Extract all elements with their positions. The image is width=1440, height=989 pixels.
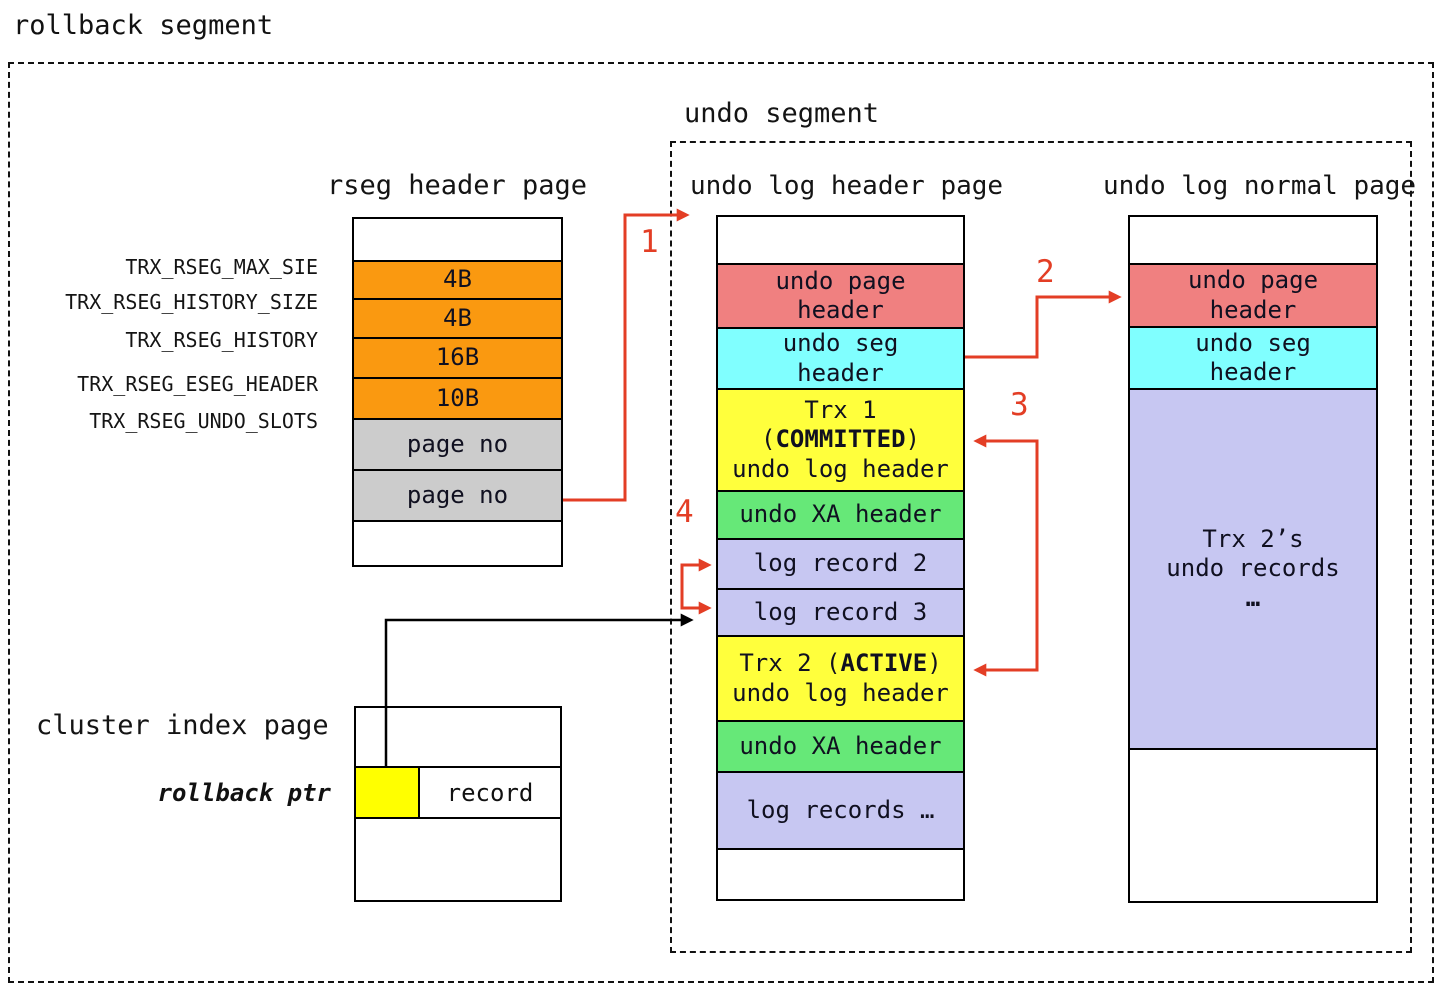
rseg-row-history-size: 4B (354, 298, 561, 337)
field-label-trx-rseg-max-sie: TRX_RSEG_MAX_SIE (125, 255, 318, 279)
header-page-blank-top (718, 217, 963, 263)
undo-log-header-page-title: undo log header page (690, 171, 1004, 201)
undo-log-normal-page-column: undo page header undo seg header Trx 2’s… (1128, 215, 1378, 903)
arrow-label-4: 4 (675, 494, 694, 530)
rollback-ptr-cell (356, 768, 420, 817)
cluster-index-page-box: record (354, 706, 562, 902)
undo-segment-label: undo segment (684, 98, 880, 129)
rseg-row-blank-top (354, 219, 561, 260)
rollback-segment-boundary (8, 62, 1434, 983)
rseg-row-fseg-header: 10B (354, 377, 561, 418)
rseg-row-undo-slot-2: page no (354, 469, 561, 520)
cluster-row-blank-top (356, 708, 560, 766)
trx2-undo-log-header-block: Trx 2 (ACTIVE) undo log header (718, 635, 963, 720)
rseg-header-page-table: 4B 4B 16B 10B page no page no (352, 217, 563, 567)
arrow-label-1: 1 (640, 224, 659, 260)
rseg-header-page-title: rseg header page (326, 170, 588, 201)
rseg-row-history: 16B (354, 337, 561, 377)
field-label-trx-rseg-history-size: TRX_RSEG_HISTORY_SIZE (65, 290, 318, 314)
cluster-record-row: record (356, 766, 560, 817)
field-label-trx-rseg-eseg-header: TRX_RSEG_ESEG_HEADER (77, 372, 318, 396)
undo-xa-header-block-2: undo XA header (718, 720, 963, 771)
arrow-label-3: 3 (1010, 387, 1029, 423)
normal-undo-page-header-block: undo page header (1130, 263, 1376, 326)
undo-segment-boundary (670, 141, 1412, 953)
trx1-undo-log-header-block: Trx 1 (COMMITTED) undo log header (718, 388, 963, 490)
rseg-row-undo-slot-1: page no (354, 418, 561, 469)
diagram-title: rollback segment (13, 10, 274, 41)
normal-page-blank-top (1130, 217, 1376, 263)
field-label-trx-rseg-history: TRX_RSEG_HISTORY (125, 328, 318, 352)
log-record-2-block: log record 2 (718, 538, 963, 588)
header-page-blank-bottom (718, 848, 963, 899)
undo-xa-header-block-1: undo XA header (718, 490, 963, 538)
log-records-more-block: log records … (718, 771, 963, 848)
normal-page-blank-bottom (1130, 748, 1376, 901)
undo-log-header-page-column: undo page header undo seg header Trx 1 (… (716, 215, 965, 901)
rollback-ptr-label: rollback ptr (157, 779, 331, 807)
log-record-3-block: log record 3 (718, 588, 963, 635)
arrow-label-2: 2 (1036, 254, 1055, 290)
undo-page-header-block: undo page header (718, 263, 963, 327)
trx2-undo-records-block: Trx 2’s undo records … (1130, 388, 1376, 748)
field-label-trx-rseg-undo-slots: TRX_RSEG_UNDO_SLOTS (89, 409, 318, 433)
rseg-row-blank-bottom (354, 520, 561, 565)
undo-seg-header-block: undo seg header (718, 327, 963, 388)
rseg-row-max-size: 4B (354, 260, 561, 298)
record-cell: record (446, 778, 534, 807)
cluster-index-page-title: cluster index page (36, 710, 329, 741)
undo-log-normal-page-title: undo log normal page (1103, 171, 1417, 201)
normal-undo-seg-header-block: undo seg header (1130, 326, 1376, 388)
cluster-row-blank-bottom (356, 817, 560, 900)
